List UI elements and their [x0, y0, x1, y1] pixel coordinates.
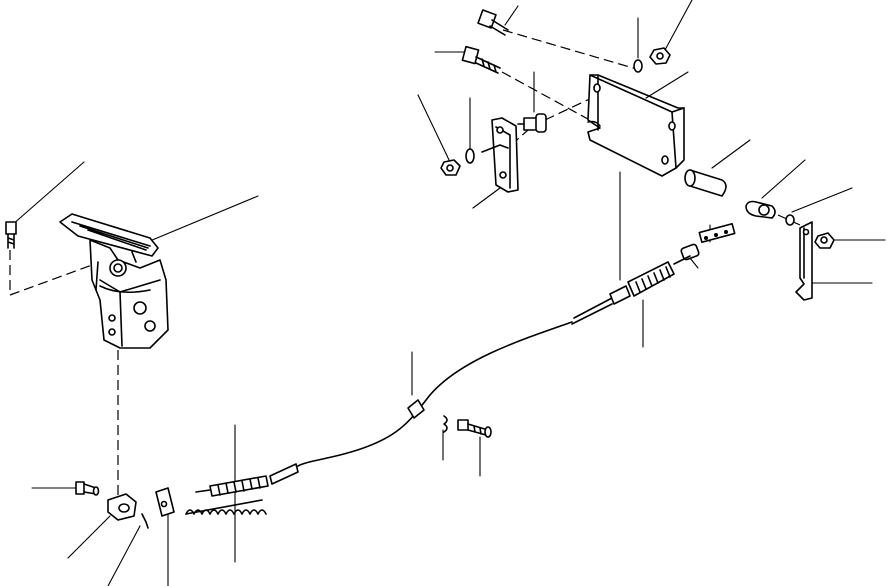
leader-line: [761, 159, 806, 199]
ball-joint: [517, 113, 547, 133]
ball-joint: [745, 200, 776, 219]
leader-line: [504, 5, 519, 26]
leader-line: [711, 139, 751, 169]
nut: [814, 232, 835, 249]
spacer: [684, 169, 727, 197]
leader-line: [472, 187, 501, 209]
bolt: [457, 419, 492, 438]
spacer: [680, 243, 700, 261]
bolt: [477, 9, 509, 36]
alignment-line: [501, 71, 609, 131]
leader-line: [107, 525, 141, 586]
washer: [633, 59, 643, 73]
alignment-line: [777, 214, 801, 226]
bolt: [461, 45, 501, 74]
cotter-pin: [141, 513, 149, 529]
leader-line: [645, 71, 689, 99]
bolt: [5, 221, 17, 249]
alignment-line: [502, 29, 641, 71]
leader-line: [791, 187, 853, 213]
mounting-bracket: [587, 74, 685, 177]
pedal-assembly: [59, 213, 169, 349]
clip-plate: [155, 487, 175, 517]
leader-line: [67, 515, 111, 559]
nut: [649, 47, 671, 65]
leader-line: [11, 161, 85, 226]
leader-lines: [11, 0, 886, 586]
clevis-link: [698, 222, 736, 244]
cotter-pin: [443, 415, 448, 433]
washer: [465, 148, 475, 164]
control-cable: [195, 255, 691, 497]
nut: [440, 159, 461, 176]
leader-line: [689, 257, 699, 269]
clamp-block: [107, 493, 137, 521]
leader-line: [664, 0, 693, 51]
leader-line: [144, 195, 259, 244]
alignment-line: [9, 250, 93, 296]
leader-line: [417, 94, 451, 163]
small-bracket: [481, 117, 519, 193]
washer: [785, 214, 795, 226]
bolt: [75, 481, 100, 496]
lever-plate: [795, 221, 813, 301]
spring: [185, 499, 267, 515]
